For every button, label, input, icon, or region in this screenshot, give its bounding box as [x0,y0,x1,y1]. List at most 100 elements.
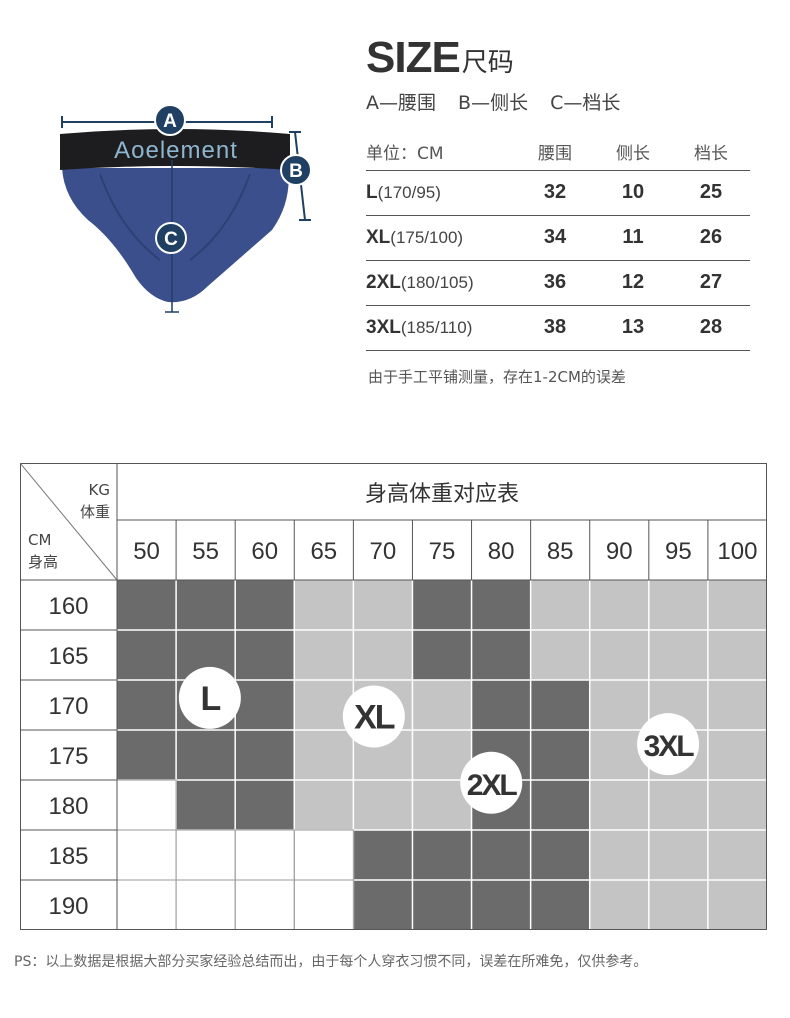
size-label: 3XL(185/110) [366,305,516,351]
fit-cell [294,580,354,630]
fit-cell [294,780,354,830]
size-title-en: SIZE [366,33,461,82]
side-value: 13 [594,305,672,351]
size-badge-label: 2XL [467,769,518,802]
size-badge [342,685,405,748]
fit-cell [648,630,708,680]
fit-cell [589,630,649,680]
fit-cell [117,680,177,730]
height-label: 190 [48,893,88,920]
height-label: 160 [48,593,88,620]
fit-cell [530,630,590,680]
svg-text:C: C [164,229,178,250]
corner-kg: KG [89,481,110,499]
fit-cell [530,880,590,930]
fit-cell [353,780,413,830]
corner-diagonal [20,463,118,581]
measurement-note: 由于手工平铺测量，存在1-2CM的误差 [368,368,626,386]
weight-label: 85 [547,538,574,565]
waist-value: 32 [516,170,594,216]
header-waist: 腰围 [516,134,594,171]
table-row: 2XL(180/105) 36 12 27 [366,260,750,306]
fit-cell [117,780,177,830]
fit-cell [412,830,472,880]
fit-cell [589,680,649,730]
marker-c: C [155,222,187,254]
fit-cell [471,880,531,930]
fit-cell [353,880,413,930]
fit-cell [294,830,354,880]
size-label: L(170/95) [366,170,516,216]
header-unit: 单位：CM [366,134,516,171]
weight-label: 55 [192,538,219,565]
fit-cell [412,630,472,680]
size-title-zh: 尺码 [461,48,514,78]
fit-cell [353,830,413,880]
weight-label: 60 [251,538,278,565]
weight-label: 90 [606,538,633,565]
fit-cell [294,880,354,930]
fit-cell [294,730,354,780]
crotch-value: 25 [672,170,750,216]
weight-label: 65 [310,538,337,565]
fit-cell [648,830,708,880]
waist-value: 38 [516,305,594,351]
fit-cell [707,830,767,880]
header-crotch: 档长 [672,134,750,171]
brand-logo: Aoelement [114,137,238,164]
fit-cell [530,780,590,830]
size-title: SIZE 尺码 [366,32,514,80]
waist-value: 34 [516,215,594,261]
fit-cell [707,630,767,680]
size-badge-label: 3XL [644,730,695,763]
fit-cell [589,830,649,880]
weight-label: 75 [429,538,456,565]
legend-c: C—档长 [550,92,621,114]
fit-cell [235,880,295,930]
ps-note: PS：以上数据是根据大部分买家经验总结而出，由于每个人穿衣习惯不同，误差在所难免… [14,954,648,970]
fit-cell [648,580,708,630]
marker-a: A [154,104,186,136]
fit-cell [176,780,236,830]
fit-cell [471,580,531,630]
fit-cell [353,580,413,630]
fit-cell [707,580,767,630]
fit-cell [353,630,413,680]
fit-cell [117,880,177,930]
fit-cell [589,580,649,630]
fit-cell [117,730,177,780]
weight-label: 100 [717,538,757,565]
empty-cell-border [293,879,354,930]
fit-cell [530,730,590,780]
fit-cell [235,630,295,680]
fit-cell [412,580,472,630]
height-label: 175 [48,743,88,770]
fit-cell [176,880,236,930]
crotch-value: 28 [672,305,750,351]
fit-cell [176,830,236,880]
fit-cell [117,580,177,630]
fit-cell [648,880,708,930]
weight-label: 95 [665,538,692,565]
fit-cell [471,830,531,880]
fit-cell [707,780,767,830]
fit-cell [471,680,531,730]
grid-border [20,463,767,930]
fit-cell [648,780,708,830]
weight-label: 50 [133,538,160,565]
size-badge-label: XL [354,699,395,737]
size-badge-label: L [200,680,220,718]
side-value: 10 [594,170,672,216]
legend-b: B—侧长 [458,92,529,114]
side-value: 11 [594,215,672,261]
table-row: L(170/95) 32 10 25 [366,170,750,216]
fit-cell [235,580,295,630]
legend-a: A—腰围 [366,92,436,114]
table-row: 3XL(185/110) 38 13 28 [366,305,750,351]
side-value: 12 [594,260,672,306]
crotch-value: 27 [672,260,750,306]
header-side: 侧长 [594,134,672,171]
crotch-value: 26 [672,215,750,261]
weight-label: 70 [370,538,397,565]
corner-cm: CM [28,531,51,549]
